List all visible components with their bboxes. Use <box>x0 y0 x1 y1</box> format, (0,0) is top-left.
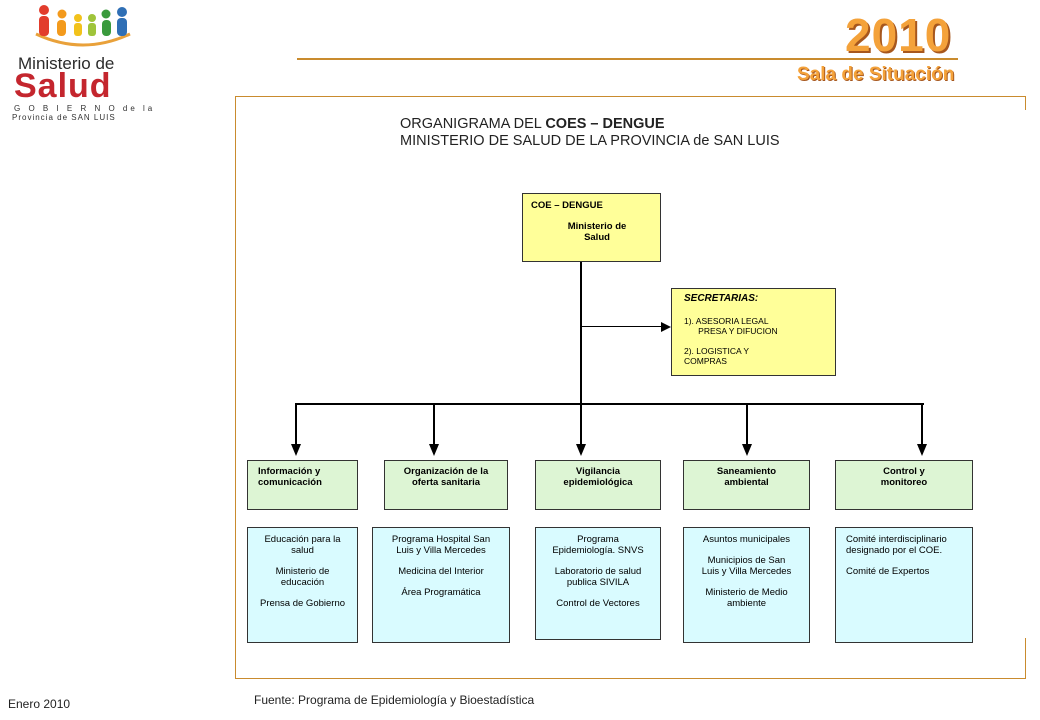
detail-item: Ministerio de educación <box>275 566 330 588</box>
branch-box-saneamiento: Saneamiento ambiental <box>683 460 810 510</box>
detail-box-control: Comité interdisciplinario designado por … <box>835 527 973 643</box>
org-title-bold: COES – DENGUE <box>545 116 665 132</box>
connector-branch-4 <box>746 403 748 445</box>
org-chart-subtitle: MINISTERIO DE SALUD DE LA PROVINCIA de S… <box>400 133 780 149</box>
detail-item: Ministerio de Medio ambiente <box>705 587 788 609</box>
arrow-branch-4 <box>742 444 752 456</box>
logo-gobierno-text: G O B I E R N O de la <box>14 104 156 113</box>
frame-gap <box>1022 110 1030 638</box>
footer-date: Enero 2010 <box>8 697 71 711</box>
detail-item: Área Programática <box>401 587 481 598</box>
header-subtitle: Sala de Situación <box>797 64 955 85</box>
connector-trunk <box>580 262 582 404</box>
arrow-branch-5 <box>917 444 927 456</box>
branch-box-informacion: Información y comunicación <box>247 460 358 510</box>
branch-box-organizacion: Organización de la oferta sanitaria <box>384 460 508 510</box>
coe-dengue-box: COE – DENGUE Ministerio de Salud <box>522 193 661 262</box>
connector-branch-5 <box>921 403 923 445</box>
arrow-branch-1 <box>291 444 301 456</box>
branch-title-saneamiento: Saneamiento ambiental <box>716 466 777 488</box>
coe-dengue-text: Ministerio de Salud <box>567 221 627 243</box>
header-year: 2010 <box>845 9 952 61</box>
branch-box-control: Control y monitoreo <box>835 460 973 510</box>
secretarias-item-1: 1). ASESORIA LEGAL PRESA Y DIFUCION <box>684 316 778 336</box>
detail-item: Control de Vectores <box>556 598 640 609</box>
secretarias-box: SECRETARIAS: 1). ASESORIA LEGAL PRESA Y … <box>671 288 836 376</box>
arrow-branch-3 <box>576 444 586 456</box>
footer-source-text: Programa de Epidemiología y Bioestadísti… <box>298 693 535 707</box>
footer-source: Fuente: Programa de Epidemiología y Bioe… <box>254 693 534 707</box>
header-rule <box>297 58 958 60</box>
coe-dengue-title: COE – DENGUE <box>531 200 603 211</box>
detail-item: Programa Epidemiología. SNVS <box>552 534 644 556</box>
detail-item: Programa Hospital San Luis y Villa Merce… <box>391 534 491 556</box>
detail-box-vigilancia: Programa Epidemiología. SNVS Laboratorio… <box>535 527 661 640</box>
detail-item: Comité de Expertos <box>846 566 930 577</box>
secretarias-title: SECRETARIAS: <box>684 293 759 304</box>
detail-box-saneamiento: Asuntos municipales Municipios de San Lu… <box>683 527 810 643</box>
logo-provincia-text: Provincia de SAN LUIS <box>12 113 116 122</box>
detail-item: Laboratorio de salud publica SIVILA <box>554 566 642 588</box>
connector-branch-3 <box>580 403 582 445</box>
connector-branch-2 <box>433 403 435 445</box>
secretarias-item-2: 2). LOGISTICA Y COMPRAS <box>684 346 750 366</box>
connector-horizontal <box>295 403 924 405</box>
org-title-prefix: ORGANIGRAMA DEL <box>400 116 546 132</box>
detail-item: Medicina del Interior <box>398 566 484 577</box>
detail-item: Asuntos municipales <box>702 534 791 545</box>
branch-box-vigilancia: Vigilancia epidemiológica <box>535 460 661 510</box>
org-chart-title: ORGANIGRAMA DEL COES – DENGUE <box>400 116 840 132</box>
logo-ministry-text: Ministerio de <box>18 54 115 73</box>
logo-salud-text: Salud <box>14 67 112 105</box>
detail-box-organizacion: Programa Hospital San Luis y Villa Merce… <box>372 527 510 643</box>
detail-item: Prensa de Gobierno <box>259 598 346 609</box>
connector-branch-1 <box>295 403 297 445</box>
branch-title-control: Control y monitoreo <box>880 466 928 488</box>
branch-title-informacion: Información y comunicación <box>258 466 322 488</box>
branch-title-vigilancia: Vigilancia epidemiológica <box>563 466 633 488</box>
arrow-secretarias <box>661 322 671 332</box>
footer-source-label: Fuente: <box>254 693 299 707</box>
detail-item: Municipios de San Luis y Villa Mercedes <box>701 555 792 577</box>
detail-item: Educación para la salud <box>264 534 341 556</box>
detail-item: Comité interdisciplinario designado por … <box>846 534 947 556</box>
connector-secretarias <box>580 326 662 327</box>
detail-box-informacion: Educación para la salud Ministerio de ed… <box>247 527 358 643</box>
branch-title-organizacion: Organización de la oferta sanitaria <box>403 466 489 488</box>
arrow-branch-2 <box>429 444 439 456</box>
ministry-logo-icon <box>35 5 131 47</box>
